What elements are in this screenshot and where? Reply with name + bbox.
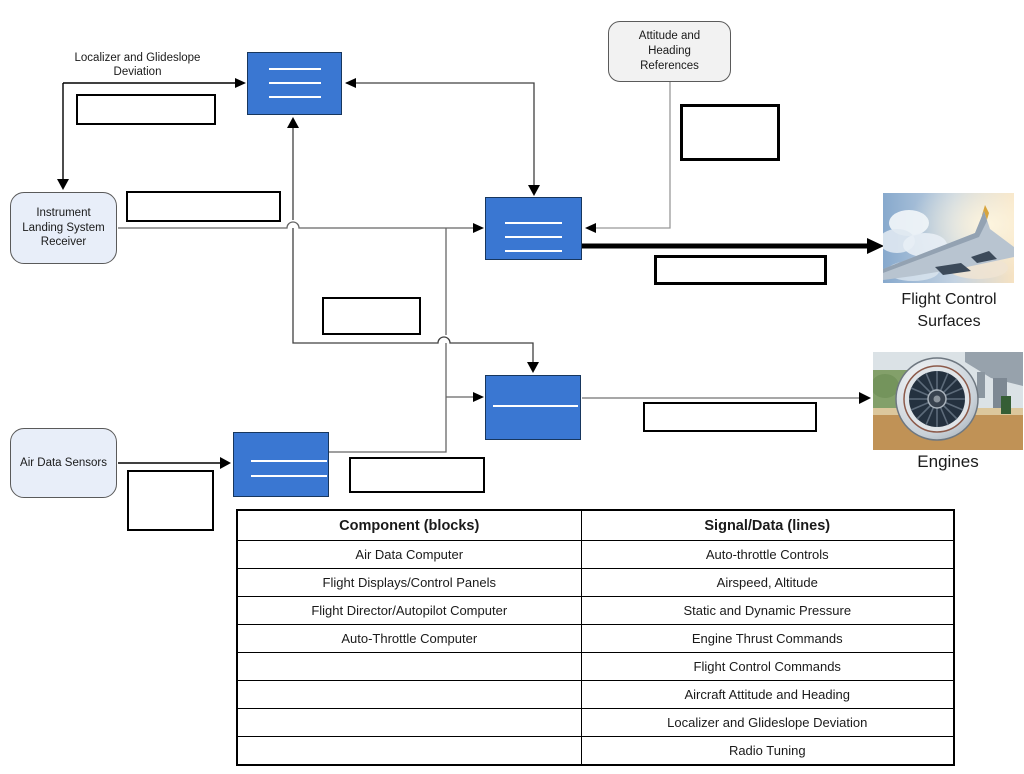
component-cell	[236, 680, 582, 709]
redacted-text-line	[269, 68, 321, 70]
table-row: Flight Control Commands	[236, 652, 955, 681]
component-cell: Auto-Throttle Computer	[236, 624, 582, 653]
signal-cell: Aircraft Attitude and Heading	[580, 680, 955, 709]
answer-box-engine-line[interactable]	[643, 402, 817, 432]
node-ils-receiver-label: Instrument Landing System Receiver	[22, 206, 105, 249]
component-cell: Air Data Computer	[236, 540, 582, 569]
block-flight-director-autopilot[interactable]	[485, 197, 582, 260]
node-attitude-heading-label: Attitude and Heading References	[638, 30, 701, 72]
table-row: Aircraft Attitude and Heading	[236, 680, 955, 709]
redacted-text-line	[493, 405, 578, 407]
legend-header-signal: Signal/Data (lines)	[580, 509, 955, 541]
redacted-text-line	[505, 222, 562, 224]
answer-box-fd-output[interactable]	[654, 255, 827, 285]
component-cell	[236, 708, 582, 737]
node-air-data-sensors: Air Data Sensors	[10, 428, 117, 498]
table-row: Radio Tuning	[236, 736, 955, 766]
block-air-data-computer[interactable]	[233, 432, 329, 497]
signal-cell: Radio Tuning	[580, 736, 955, 766]
answer-box-mid[interactable]	[322, 297, 421, 335]
component-cell: Flight Displays/Control Panels	[236, 568, 582, 597]
answer-box-sensor-line[interactable]	[127, 470, 214, 531]
node-ils-receiver: Instrument Landing System Receiver	[10, 192, 117, 264]
legend-header-row: Component (blocks) Signal/Data (lines)	[236, 509, 955, 541]
answer-box-ils-output[interactable]	[126, 191, 281, 222]
component-cell	[236, 652, 582, 681]
signal-cell: Static and Dynamic Pressure	[580, 596, 955, 625]
signal-cell: Auto-throttle Controls	[580, 540, 955, 569]
legend-table: Component (blocks) Signal/Data (lines) A…	[236, 509, 955, 766]
redacted-text-line	[505, 250, 562, 252]
redacted-text-line	[269, 82, 321, 84]
signal-cell: Engine Thrust Commands	[580, 624, 955, 653]
redacted-text-line	[251, 460, 327, 462]
redacted-text-line	[505, 236, 562, 238]
answer-box-adc-output[interactable]	[349, 457, 485, 493]
redacted-text-line	[251, 475, 327, 477]
signal-cell: Flight Control Commands	[580, 652, 955, 681]
flight-control-surfaces-image	[883, 193, 1014, 283]
flight-control-surfaces-caption: Flight Control Surfaces	[901, 291, 997, 330]
answer-box-top-right[interactable]	[680, 104, 780, 161]
table-row: Localizer and Glideslope Deviation	[236, 708, 955, 737]
engines-caption: Engines	[917, 452, 979, 471]
signal-cell: Localizer and Glideslope Deviation	[580, 708, 955, 737]
node-air-data-sensors-label: Air Data Sensors	[20, 456, 107, 469]
answer-box-radio-tuning[interactable]	[76, 94, 216, 125]
redacted-text-line	[269, 96, 321, 98]
component-cell	[236, 736, 582, 766]
component-cell: Flight Director/Autopilot Computer	[236, 596, 582, 625]
block-auto-throttle-computer[interactable]	[485, 375, 581, 440]
engines-image	[873, 352, 1023, 450]
node-attitude-heading-references: Attitude and Heading References	[608, 21, 731, 82]
block-flight-displays[interactable]	[247, 52, 342, 115]
signal-cell: Airspeed, Altitude	[580, 568, 955, 597]
legend-header-component: Component (blocks)	[236, 509, 582, 541]
label-localizer-glideslope-deviation: Localizer and Glideslope Deviation	[74, 52, 201, 79]
